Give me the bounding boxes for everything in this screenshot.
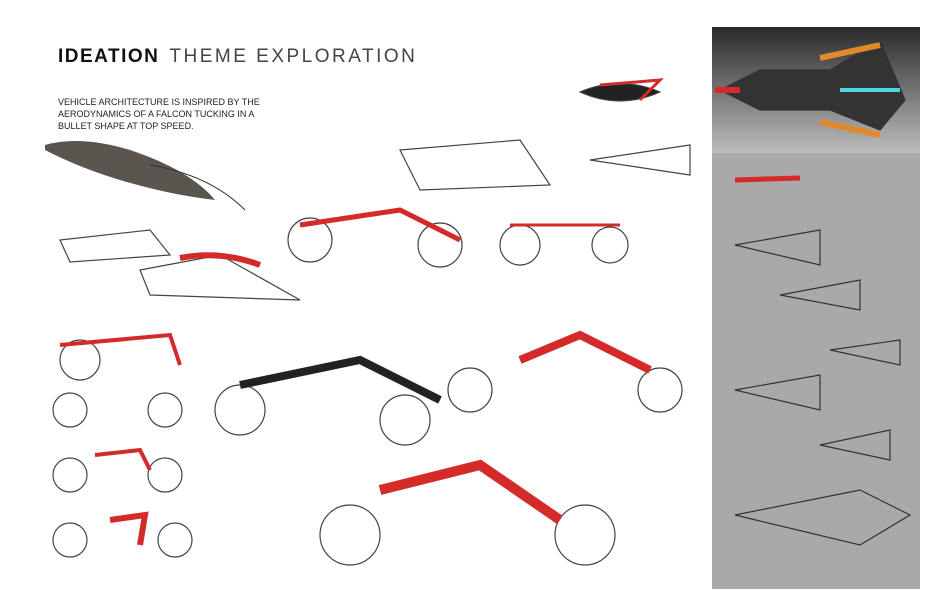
- page-title: IDEATION THEME EXPLORATION: [58, 46, 417, 68]
- title-light: THEME EXPLORATION: [169, 46, 418, 67]
- top-views-panel: [712, 153, 920, 589]
- caption: Vehicle architecture is inspired by the …: [58, 97, 260, 131]
- side-view-sketches: [52, 78, 691, 566]
- top-view-sketches: [715, 39, 912, 546]
- title-bold: IDEATION: [58, 46, 160, 67]
- falcon-reference-image: [45, 141, 246, 211]
